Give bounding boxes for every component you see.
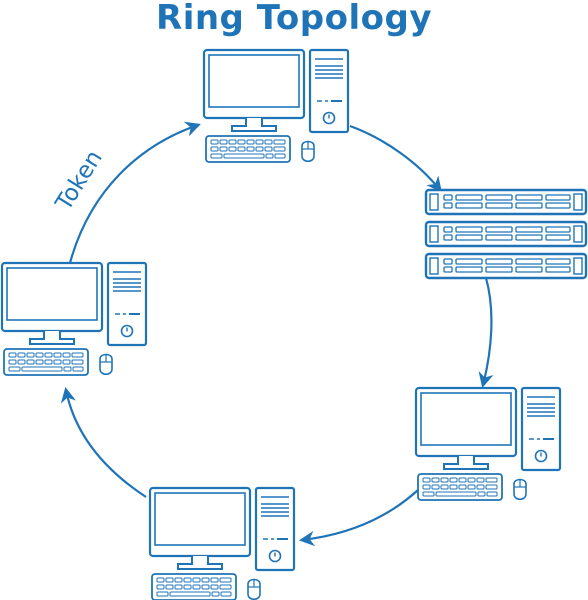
ring-arrow-bottom-to-left — [60, 386, 147, 498]
server-unit — [424, 188, 588, 216]
server-unit — [424, 252, 588, 280]
computer-right — [414, 386, 562, 502]
ring-arrow-right-to-bottom — [298, 489, 419, 547]
page-title: Ring Topology — [156, 0, 432, 38]
token-label: Token — [51, 146, 108, 216]
computer-bottom — [148, 486, 296, 600]
computer-top — [202, 48, 350, 164]
ring-arrow-top-to-server — [349, 124, 442, 193]
computer-left — [0, 261, 148, 377]
server-unit — [424, 220, 588, 248]
server-rack-right — [424, 188, 588, 280]
ring-arrow-left-to-top — [68, 121, 201, 264]
ring-connections — [60, 121, 494, 547]
ring-arrow-server-to-right — [478, 277, 494, 388]
